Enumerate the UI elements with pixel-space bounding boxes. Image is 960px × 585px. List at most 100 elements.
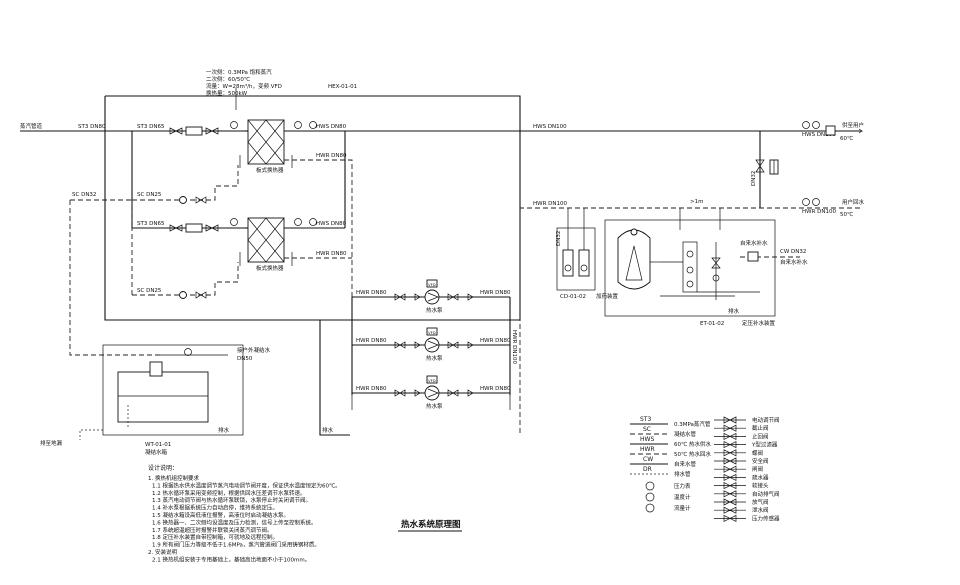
legend-symbol-label: 疏水器 [752, 473, 769, 481]
pump-label: 热水泵 [426, 306, 443, 314]
pressure-gauge-icon [230, 218, 238, 226]
pump-label: 热水泵 [426, 354, 443, 362]
valve-icon [723, 465, 737, 473]
expansion-vessel [617, 229, 651, 290]
pump-icon [424, 385, 440, 401]
legend-desc: 0.3MPa蒸汽管 [674, 420, 711, 428]
st3-branch-1-label: ST3 DN65 [137, 124, 165, 130]
pump-pipe-label: HWR DN80 [480, 290, 511, 296]
steam-source-label: 蒸汽管道 [20, 122, 43, 130]
pump-pipe-label: HWR DN80 [480, 386, 511, 392]
hws-main: HWS DN100 HWS DN100 供至用户 60℃ [345, 121, 864, 142]
note-line: 1.6 换热器一、二次侧均设温度及压力检测，信号上传至控制系统。 [152, 518, 317, 526]
pressure-gauge-icon [230, 121, 238, 129]
condensate-tank-unit: 接户外凝结水 DN50 WT-01-01 凝结水箱 排至地漏 排水 [40, 344, 271, 456]
hx-label: 板式换热器 [256, 264, 284, 272]
note-line: 1.8 定压补水装置自带控制箱，可就地及远程控制。 [152, 533, 278, 541]
pump-pipe-label: HWR DN80 [356, 290, 387, 296]
hx-unit-boundary-left [104, 96, 320, 321]
valve-icon [723, 432, 737, 440]
st3-branch-2-label: ST3 DN65 [137, 221, 165, 227]
thermometer-icon [645, 492, 655, 502]
steam-valve-group [169, 126, 219, 233]
valve-icon [723, 473, 737, 481]
steam-trap-icon [179, 196, 187, 204]
cw-label: CW DN32 [780, 249, 806, 255]
pump-vfd-tag: VFD [428, 330, 436, 335]
note-line: 1.7 系统超温超压时报警并联锁关闭蒸汽调节阀。 [152, 526, 273, 534]
heat-exchanger-1: 板式换热器 [230, 119, 302, 174]
legend-instruments: 压力表 温度计 流量计 [645, 481, 691, 513]
pump-header: HWR DN100 [351, 297, 517, 410]
pump-icon [424, 289, 440, 305]
supply-temp-label: 60℃ [840, 135, 853, 142]
legend-symbol-label: 电动调节阀 [752, 416, 780, 424]
condensate-lines: SC DN32 SC DN25 SC DN25 [69, 165, 239, 356]
hwr-hx-label-2: HWR DN80 [316, 251, 347, 257]
legend-symbol-label: 止回阀 [752, 432, 769, 440]
legend-code: HWS [640, 436, 654, 443]
note-line: 1.9 所有阀门压力等级不低于1.6MPa，蒸汽管道阀门采用铸钢材质。 [152, 541, 320, 549]
pump-vfd-tag: VFD [428, 378, 436, 383]
bypass-label: DN32 [751, 171, 757, 186]
note-line: 2. 安装说明 [148, 548, 177, 556]
note-line: 1.3 蒸汽电动调节阀与热水循环泵联锁，水泵停止时关闭调节阀。 [152, 496, 311, 504]
notes-title: 设计说明： [148, 464, 178, 472]
legend-symbol-label: 软接头 [752, 482, 769, 490]
pump-label: 热水泵 [426, 402, 443, 410]
note-line: 1.2 热水循环泵采用变频控制，根据供回水压差调节水泵转速。 [152, 489, 306, 497]
legend-symbol-label: Y型过滤器 [751, 441, 778, 449]
legend: ST3 0.3MPa蒸汽管 SC 凝结水管 HWS 60℃ 热水供水 HWR 5… [630, 416, 780, 522]
heat-exchanger-2: 板式换热器 [230, 217, 302, 272]
steam-trap-icon [179, 291, 187, 299]
condensate-out-label: 接户外凝结水 [237, 346, 271, 354]
return-temp-label: 50℃ [840, 211, 853, 218]
hx-spec-line: 流量：W=28m³/h，变频 VFD [206, 82, 282, 90]
drain-label: 排水 [322, 426, 334, 434]
note-line: 1.5 凝结水箱设高低液位报警，高液位时启动凝结水泵。 [152, 511, 289, 519]
hwr-main-label-right: HWR DN100 [802, 209, 836, 215]
pump-pipe-label: HWR DN80 [356, 338, 387, 344]
legend-code: HWR [640, 446, 655, 453]
hx-spec-line: 一次侧：0.3MPa 饱和蒸汽 [206, 68, 272, 76]
legend-symbol-label: 截止阀 [752, 424, 769, 432]
legend-code: CW [643, 456, 653, 463]
hx-secondary-pipes: HWS DN80 HWS DN80 HWR DN80 HWR DN80 [284, 121, 353, 390]
bypass: DN32 [751, 131, 779, 208]
legend-desc: 自来水管 [674, 460, 697, 468]
return-src-label: 用户回水 [842, 198, 865, 206]
expansion-label: 定压补水装置 [742, 319, 776, 327]
legend-symbol-label: 安全阀 [752, 457, 769, 465]
valve-icon [723, 457, 737, 465]
drawing-title: 热水系统原理图 [401, 519, 461, 530]
valve-icon [723, 441, 737, 449]
condensate-pipe-label: DN50 [237, 356, 253, 362]
legend-desc: 流量计 [674, 504, 691, 512]
valve-icon [723, 498, 737, 506]
hx-spec-line: 二次侧：60/50℃ [206, 75, 250, 83]
hws-hx-label-2: HWS DN80 [316, 221, 347, 227]
note-line: 1.1 根据热水供水温度调节蒸汽电动调节阀开度，保证供水温度恒定为60℃。 [152, 481, 341, 489]
sc-branch-1-label: SC DN25 [137, 192, 162, 198]
valve-icon [723, 490, 737, 498]
hws-main-label-right: HWS DN100 [802, 132, 836, 138]
note-line: 1.4 补水泵根据系统压力自动启停，维持系统定压。 [152, 504, 278, 512]
legend-symbol-label: 自动排气阀 [752, 490, 780, 498]
legend-symbol-label: 压力传感器 [752, 514, 780, 522]
valve-icon [723, 506, 737, 514]
legend-symbols: 电动调节阀截止阀止回阀Y型过滤器蝶阀安全阀闸阀疏水器软接头自动排气阀放气阀泄水阀… [714, 416, 780, 522]
hwr-hx-label: HWR DN80 [316, 153, 347, 159]
legend-symbol-label: 闸阀 [752, 465, 763, 473]
supply-dest-label: 供至用户 [842, 121, 864, 129]
legend-code: SC [643, 426, 651, 433]
pump-vfd-tag: VFD [428, 282, 436, 287]
pressure-gauge-icon [645, 481, 655, 491]
legend-desc: 50℃ 热水回水 [674, 450, 711, 458]
legend-symbol-label: 放气阀 [752, 498, 769, 506]
valve-icon [723, 514, 737, 522]
drain-floor-label: 排至地漏 [40, 439, 63, 447]
note-line: 1. 换热机组控制要求 [148, 474, 199, 482]
legend-code: ST3 [640, 416, 651, 423]
dosing-label: 加药装置 [596, 292, 619, 300]
